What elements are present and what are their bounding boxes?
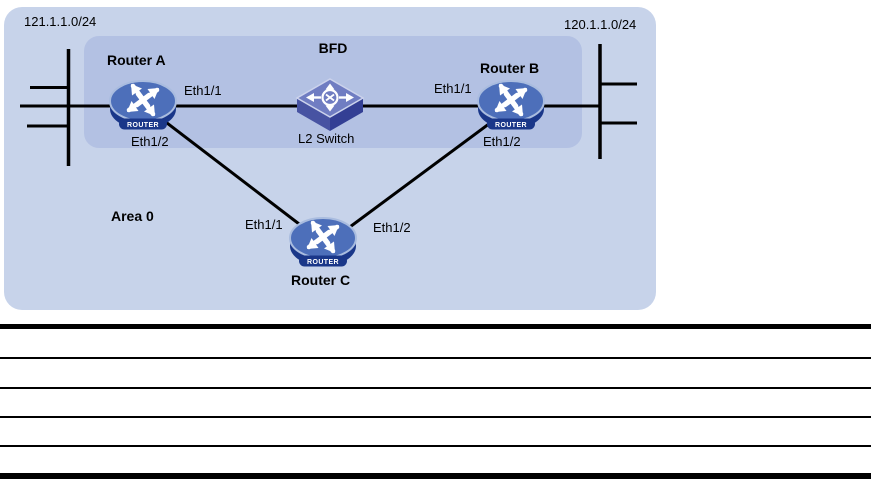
area0-label: Area 0 — [111, 208, 154, 224]
router-b-label: Router B — [480, 60, 540, 76]
table-row-divider — [0, 445, 871, 447]
interface-label-router-a-eth1-2: Eth1/2 — [131, 134, 169, 149]
router-c-icon — [289, 217, 357, 269]
router-c-label: Router C — [291, 272, 351, 288]
router-a-label: Router A — [107, 52, 166, 68]
table-border-top — [0, 324, 871, 329]
link-router-a-to-c — [149, 108, 321, 242]
subnet-label-left: 121.1.1.0/24 — [24, 14, 97, 29]
l2-switch-icon — [295, 77, 365, 133]
subnet-label-right: 120.1.1.0/24 — [564, 17, 637, 32]
interface-label-router-a-eth1-1: Eth1/1 — [184, 83, 222, 98]
interface-label-router-b-eth1-2: Eth1/2 — [483, 134, 521, 149]
router-a-icon — [109, 80, 177, 132]
table-border-bottom — [0, 473, 871, 479]
table-row-divider — [0, 387, 871, 389]
router-b-icon — [477, 80, 545, 132]
interface-label-router-c-eth1-1: Eth1/1 — [245, 217, 283, 232]
l2-switch-label: L2 Switch — [298, 131, 355, 146]
interface-label-router-b-eth1-1: Eth1/1 — [434, 81, 472, 96]
table-row-divider — [0, 357, 871, 359]
bfd-zone-label: BFD — [318, 40, 348, 56]
interface-label-router-c-eth1-2: Eth1/2 — [373, 220, 411, 235]
link-router-b-to-c — [334, 110, 506, 240]
table-row-divider — [0, 416, 871, 418]
